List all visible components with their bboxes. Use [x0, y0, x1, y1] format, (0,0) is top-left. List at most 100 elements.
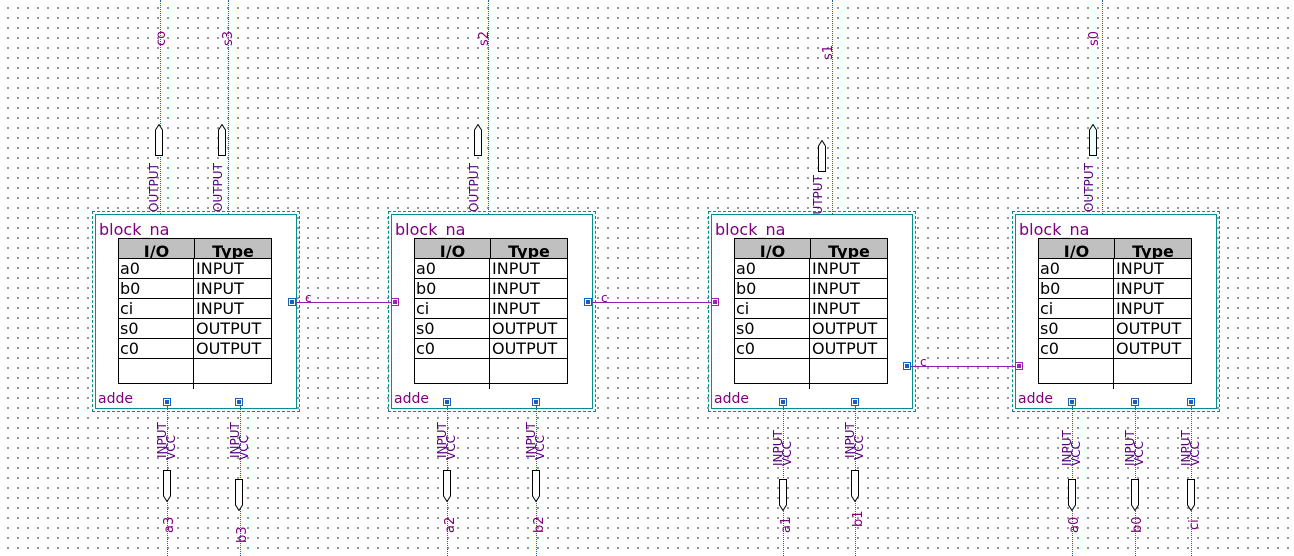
header-type: Type	[1132, 242, 1174, 258]
row-io: c0	[415, 339, 490, 358]
row-type: OUTPUT	[812, 319, 878, 338]
row-type: OUTPUT	[196, 319, 262, 338]
port-ci[interactable]	[1187, 398, 1195, 406]
pin-default-a2: VCC	[444, 435, 458, 460]
signal-label-b0: b0	[1130, 516, 1145, 533]
output-pin-s3[interactable]	[218, 124, 226, 156]
wire-s3	[228, 0, 229, 216]
port-b2[interactable]	[532, 398, 540, 406]
input-pin-a3[interactable]	[163, 470, 171, 502]
port-b1[interactable]	[851, 398, 859, 406]
wire-s1	[832, 0, 833, 216]
output-pin-co[interactable]	[155, 124, 163, 156]
signal-label-b3: b3	[235, 526, 250, 543]
input-pin-a2[interactable]	[443, 470, 451, 502]
header-io: I/O	[119, 239, 195, 258]
row-io: s0	[415, 319, 490, 338]
wire-co	[160, 0, 161, 216]
signal-label-b2: b2	[532, 516, 547, 533]
carry-out-port-1[interactable]	[288, 298, 296, 306]
block-name: block_na	[715, 221, 786, 239]
row-type: INPUT	[492, 279, 540, 298]
carry-wire-2	[592, 302, 712, 303]
row-io: a0	[415, 259, 490, 278]
wire-s2	[488, 0, 489, 216]
row-io: s0	[735, 319, 810, 338]
carry-in-port-3[interactable]	[1015, 362, 1023, 370]
port-b3[interactable]	[235, 398, 243, 406]
row-type	[491, 359, 567, 389]
input-pin-b2[interactable]	[532, 470, 540, 502]
signal-label-ci: ci	[1187, 519, 1202, 530]
input-pin-ci[interactable]	[1187, 479, 1195, 511]
output-pin-s1[interactable]	[818, 140, 826, 172]
pin-default-b3: VCC	[237, 435, 251, 460]
row-io	[735, 359, 810, 389]
row-io	[1039, 359, 1114, 389]
row-io: b0	[1039, 279, 1114, 298]
pin-type-s0: OUTPUT	[1082, 163, 1096, 212]
input-pin-a0[interactable]	[1068, 479, 1076, 511]
input-pin-b1[interactable]	[851, 470, 859, 502]
port-a3[interactable]	[163, 398, 171, 406]
carry-label: c	[305, 291, 312, 305]
table-row	[119, 359, 271, 389]
pin-default-ci: VCC	[1188, 441, 1202, 466]
row-type: OUTPUT	[812, 339, 878, 358]
io-table-header: I/O Type	[415, 239, 567, 259]
row-type: INPUT	[1116, 279, 1164, 298]
table-row	[1039, 359, 1191, 389]
table-row	[735, 359, 887, 389]
io-table-header: I/O Type	[119, 239, 271, 259]
carry-label: c	[601, 291, 608, 305]
row-io: b0	[415, 279, 490, 298]
signal-label-s2: s2	[477, 30, 492, 46]
block-instance: adde	[714, 391, 749, 407]
port-a1[interactable]	[779, 398, 787, 406]
row-type: INPUT	[812, 299, 860, 318]
pin-type-s2: OUTPUT	[467, 163, 481, 212]
output-pin-s2[interactable]	[474, 124, 482, 156]
pin-default-a1: VCC	[780, 441, 794, 466]
port-b0[interactable]	[1131, 398, 1139, 406]
carry-out-port-2[interactable]	[584, 298, 592, 306]
block-name: block_na	[99, 221, 170, 239]
row-io: a0	[119, 259, 194, 278]
carry-in-port-1[interactable]	[391, 298, 399, 306]
carry-in-port-2[interactable]	[711, 298, 719, 306]
row-type: INPUT	[1116, 299, 1164, 318]
port-a2[interactable]	[443, 398, 451, 406]
row-type: OUTPUT	[492, 319, 558, 338]
input-pin-b0[interactable]	[1131, 479, 1139, 511]
row-type: INPUT	[492, 259, 540, 278]
row-type	[195, 359, 271, 389]
pin-default-a0: VCC	[1069, 441, 1083, 466]
row-type: OUTPUT	[196, 339, 262, 358]
block-instance: adde	[1018, 391, 1053, 407]
row-type: INPUT	[492, 299, 540, 318]
row-io: a0	[1039, 259, 1114, 278]
port-a0[interactable]	[1068, 398, 1076, 406]
input-pin-a1[interactable]	[779, 479, 787, 511]
block-name: block_na	[395, 221, 466, 239]
input-pin-b3[interactable]	[235, 479, 243, 511]
output-pin-s0[interactable]	[1089, 124, 1097, 156]
row-type: OUTPUT	[1116, 319, 1182, 338]
pin-default-b2: VCC	[533, 435, 547, 460]
pin-default-b0: VCC	[1132, 441, 1146, 466]
carry-out-port-3[interactable]	[903, 362, 911, 370]
